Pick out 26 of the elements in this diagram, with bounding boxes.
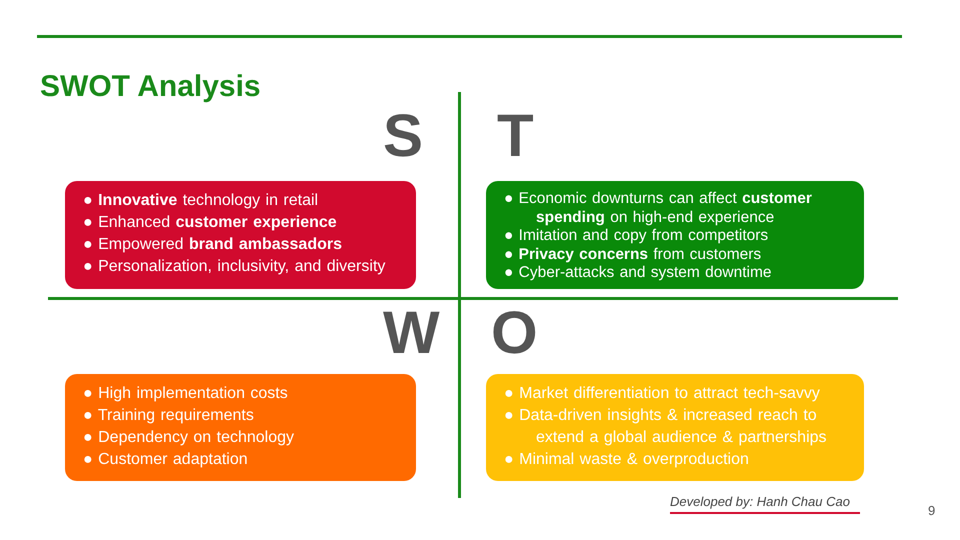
list-item: ● Privacy concerns from customers bbox=[504, 246, 762, 264]
list-item: ● Market differentiation to attract tech-savvy bbox=[504, 384, 821, 404]
text-card bbox=[486, 374, 864, 481]
quadrant-letter: T bbox=[497, 106, 534, 166]
list-item: ● Data-driven insights & increased reach to extend a global audience & partnerships bbox=[504, 406, 828, 448]
list-item: ● Imitation and copy from competitors bbox=[504, 227, 770, 246]
list-item: ● Training requirements bbox=[83, 406, 255, 426]
list-item: ● Enhanced customer experience bbox=[83, 213, 338, 233]
quadrant-letter: W bbox=[383, 303, 440, 363]
list-item: ● Cyber-attacks and system downtime bbox=[504, 264, 772, 282]
slide-title: SWOT Analysis bbox=[40, 70, 261, 104]
list-item: ● Customer adaptation bbox=[83, 450, 249, 470]
text-card bbox=[486, 181, 864, 289]
list-item: ● Economic downturns can affect customer spending on high-end experience bbox=[504, 190, 813, 227]
quadrant-letter: O bbox=[491, 303, 538, 363]
quadrant-letter: S bbox=[383, 106, 424, 166]
list-item: ● Dependency on technology bbox=[83, 428, 296, 448]
list-item: ● Personalization, inclusivity, and diversity bbox=[83, 257, 386, 277]
list-item: ● Empowered brand ambassadors bbox=[83, 235, 343, 255]
page-number: 9 bbox=[928, 503, 936, 518]
list-item: ● Minimal waste & overproduction bbox=[504, 450, 750, 470]
text-card bbox=[65, 374, 416, 481]
text-card bbox=[65, 181, 416, 289]
list-item: ● High implementation costs bbox=[83, 384, 289, 404]
list-item: ● Innovative technology in retail bbox=[83, 191, 320, 211]
author-credit: Developed by: Hanh Chau Cao bbox=[670, 494, 860, 514]
